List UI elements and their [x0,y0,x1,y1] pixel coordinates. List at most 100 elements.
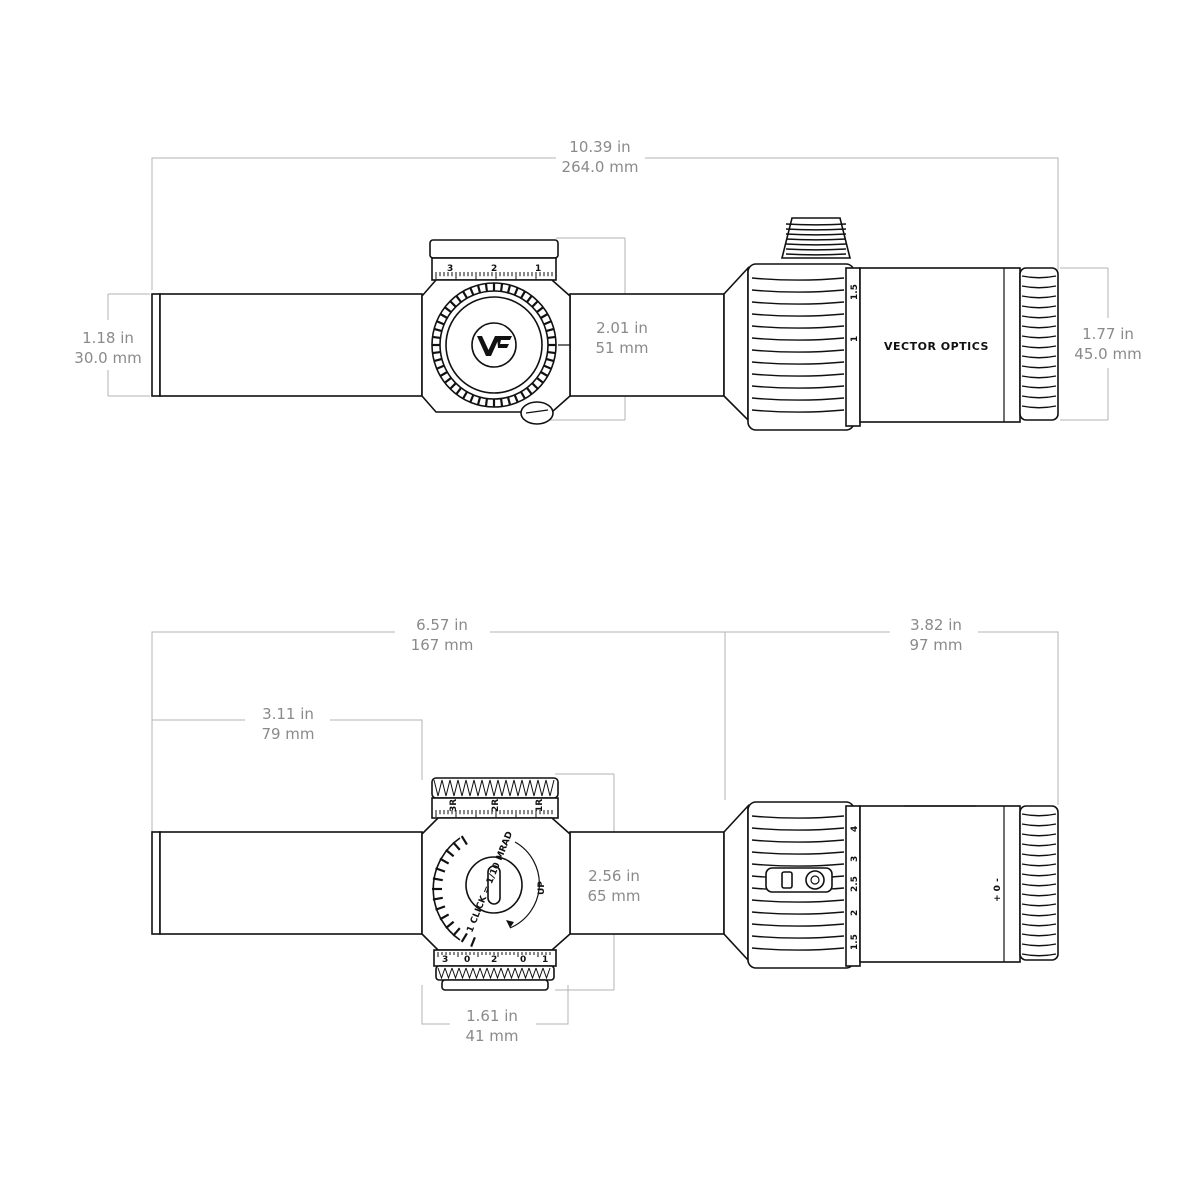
side-scale-1r: 1R [535,799,545,812]
top-objective-diameter-in: 1.77 in [1082,325,1134,343]
side-rear-length-mm: 97 mm [909,636,962,654]
grip-rib [785,233,847,236]
grip-rib [1021,813,1057,817]
knurl-tooth [458,967,467,980]
grip-rib [785,238,847,241]
top-overall-length-mm: 264.0 mm [562,158,639,176]
knurl-tooth [476,396,482,406]
grip-rib [1021,335,1057,339]
side-lower-1: 1 [542,955,548,965]
knurl-tooth [462,290,468,299]
knurl-tooth [545,327,555,333]
knurl-tooth [465,779,475,797]
top-dimension-lines [107,157,1109,421]
knurl-tooth [506,396,512,406]
side-lower-0b: 0 [520,955,526,965]
top-knob-knurl [432,283,556,407]
knurl-tooth [531,300,539,308]
grip-rib [785,228,847,231]
knurl-tooth [476,284,482,294]
knurl-tooth [462,391,468,400]
knurl-tooth [470,936,476,948]
grip-rib [751,397,845,401]
knurl-tooth [507,967,516,980]
knurl-tooth [432,350,441,355]
knurl-tooth [486,967,495,980]
knurl-tooth [528,967,537,980]
knurl-tooth [520,290,526,299]
knurl-tooth [542,967,551,980]
grip-rib [785,253,847,256]
knurl-tooth [444,967,453,980]
side-lower-3: 3 [442,955,448,965]
grip-rib [751,863,845,867]
knurl-tooth [499,283,504,292]
vector-logo-icon [477,336,512,356]
knurl-tooth [460,932,468,943]
grip-rib [1021,923,1057,927]
top-lever-ribs [785,223,847,256]
knurl-tooth [520,391,526,400]
side-turret-offset-in: 3.11 in [262,705,314,723]
side-zoom-mark-1-5: 1.5 [850,934,860,950]
side-rear-length-in: 3.82 in [910,616,962,634]
knurl-tooth [449,382,457,390]
top-zoom-mark-1: 1 [850,336,860,342]
grip-rib [751,851,845,855]
top-overall-length-in: 10.39 in [569,138,630,156]
grip-rib [1021,365,1057,369]
knurl-tooth [506,284,512,294]
grip-rib [1021,943,1057,947]
grip-rib [1021,295,1057,299]
brand-logo-text: VECTOR OPTICS [884,340,989,353]
grip-rib [785,248,847,251]
diopter-label: + 0 - [993,878,1003,902]
grip-rib [751,899,845,903]
grip-rib [751,947,845,951]
knurl-tooth [437,967,446,980]
grip-rib [751,313,845,317]
knurl-tooth [536,377,544,384]
grip-rib [751,827,845,831]
knurl-tooth [493,967,502,980]
top-tube-diameter-mm: 30.0 mm [74,349,141,367]
top-zoom-ring-ribs [751,277,845,413]
side-turret-top-knurl [433,779,555,797]
knurl-tooth [500,967,509,980]
top-tube-diameter-in: 1.18 in [82,329,134,347]
knurl-tooth [469,394,475,403]
grip-rib [1021,285,1057,289]
knurl-tooth [469,287,475,296]
grip-rib [1021,833,1057,837]
knurl-tooth [526,295,533,303]
knurl-tooth [432,877,443,882]
side-turret-width-in: 1.61 in [466,1007,518,1025]
knurl-tooth [433,357,443,363]
grip-rib [751,289,845,293]
grip-rib [1021,275,1057,279]
grip-rib [751,361,845,365]
side-view: 3R 2R 1R UP 1 CLICK = 1/10 MRAD 3 0 2 0 … [151,616,1059,1045]
grip-rib [751,349,845,353]
grip-rib [1021,305,1057,309]
side-up-label: UP [537,881,547,895]
knurl-tooth [457,779,467,797]
knurl-tooth [535,967,544,980]
grip-rib [1021,883,1057,887]
knurl-tooth [433,327,443,333]
side-zoom-mark-3: 3 [850,856,860,862]
top-eyepiece-ribs [1021,275,1057,409]
side-zoom-mark-2-5: 2.5 [850,876,860,892]
side-scale-2r: 2R [491,799,501,812]
side-zoom-mark-2: 2 [850,910,860,916]
knurl-tooth [547,350,556,355]
knurl-tooth [540,371,549,377]
side-eyepiece: 4 3 2.5 2 1.5 + 0 - [747,801,1059,969]
knurl-tooth [444,377,452,384]
top-view: 3 2 1 1.5 1 [74,138,1142,431]
side-lower-0a: 0 [464,955,470,965]
knurl-tooth [543,364,552,370]
knurl-tooth [449,779,459,797]
knurl-tooth [481,779,491,797]
